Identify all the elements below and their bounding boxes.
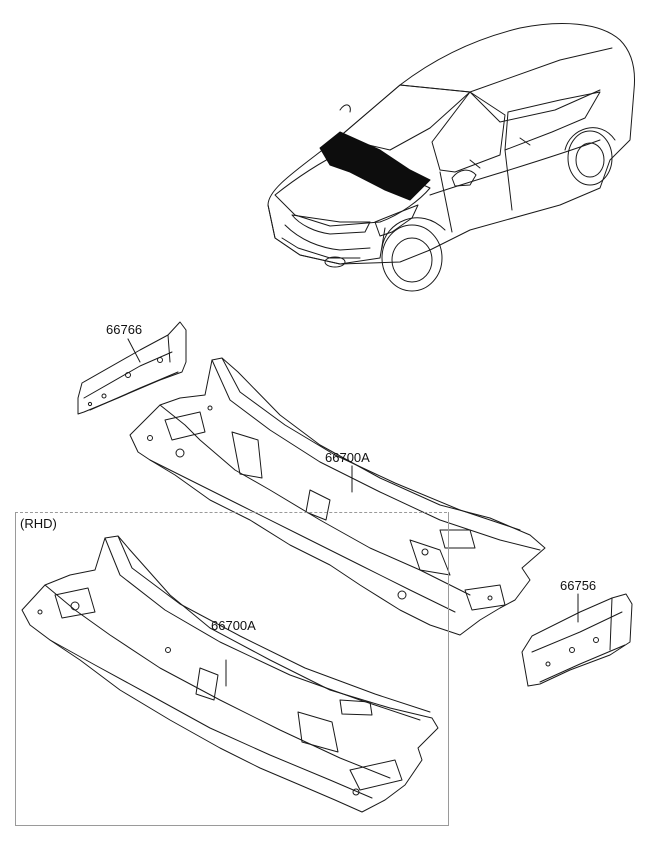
part-label-66700A: 66700A (325, 450, 370, 465)
rhd-section-label: (RHD) (20, 516, 57, 531)
part-66756-bracket (521, 593, 633, 687)
part-66766-bracket (77, 321, 187, 415)
part-66700A-cowl-panel (129, 357, 546, 636)
vehicle-illustration (267, 23, 635, 292)
part-label-66766: 66766 (106, 322, 143, 337)
part-label-66700A-rhd: 66700A (211, 618, 256, 633)
part-66700A-rhd-cowl-panel (21, 535, 439, 813)
rhd-frame (15, 512, 449, 826)
part-label-66756: 66756 (560, 578, 597, 593)
rhd-frame-top (15, 512, 447, 513)
